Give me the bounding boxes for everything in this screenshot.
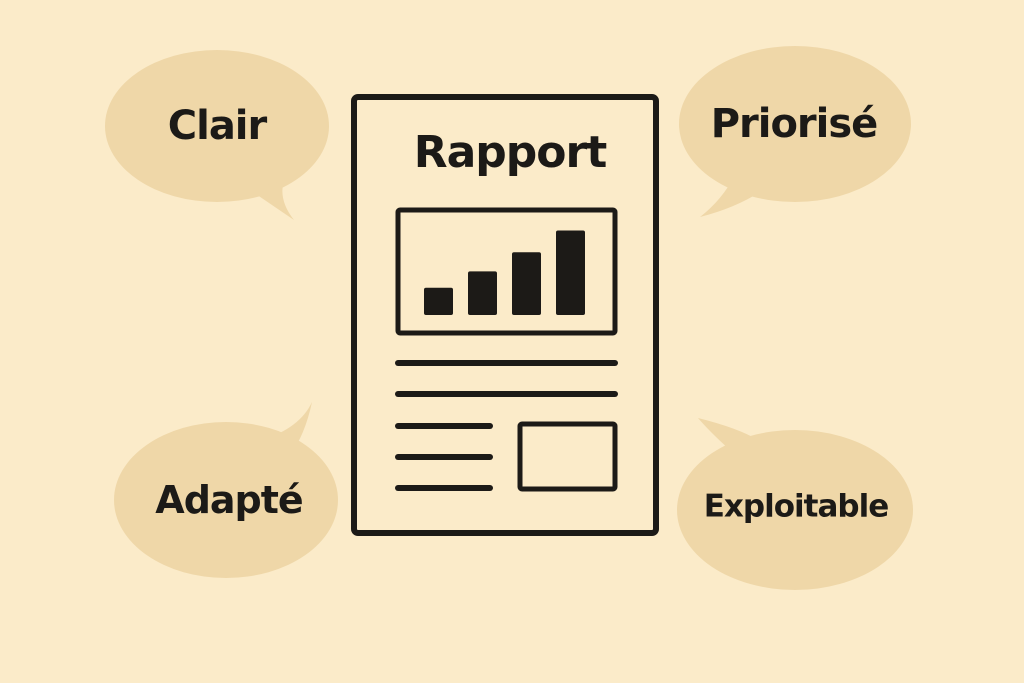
bubble-bottom-right [677,418,913,590]
chart-bar-2 [468,271,497,315]
document-outline [351,94,659,536]
chart-bars [424,230,585,315]
chart-bar-4 [556,230,585,315]
bubble-top-left [105,50,329,220]
bubble-label-adapte: Adapté [155,478,303,522]
image-placeholder [517,421,618,492]
bubble-label-clair: Clair [167,103,267,149]
bubble-label-exploitable: Exploitable [703,488,889,525]
report-document-icon [351,94,659,536]
bubble-top-right [679,46,911,217]
document-title: Rapport [413,127,608,178]
chart-bar-1 [424,287,453,315]
chart-bar-3 [512,252,541,315]
bubble-label-priorise: Priorisé [710,101,879,147]
bubble-bottom-left [114,402,338,578]
chart-frame [395,207,618,336]
